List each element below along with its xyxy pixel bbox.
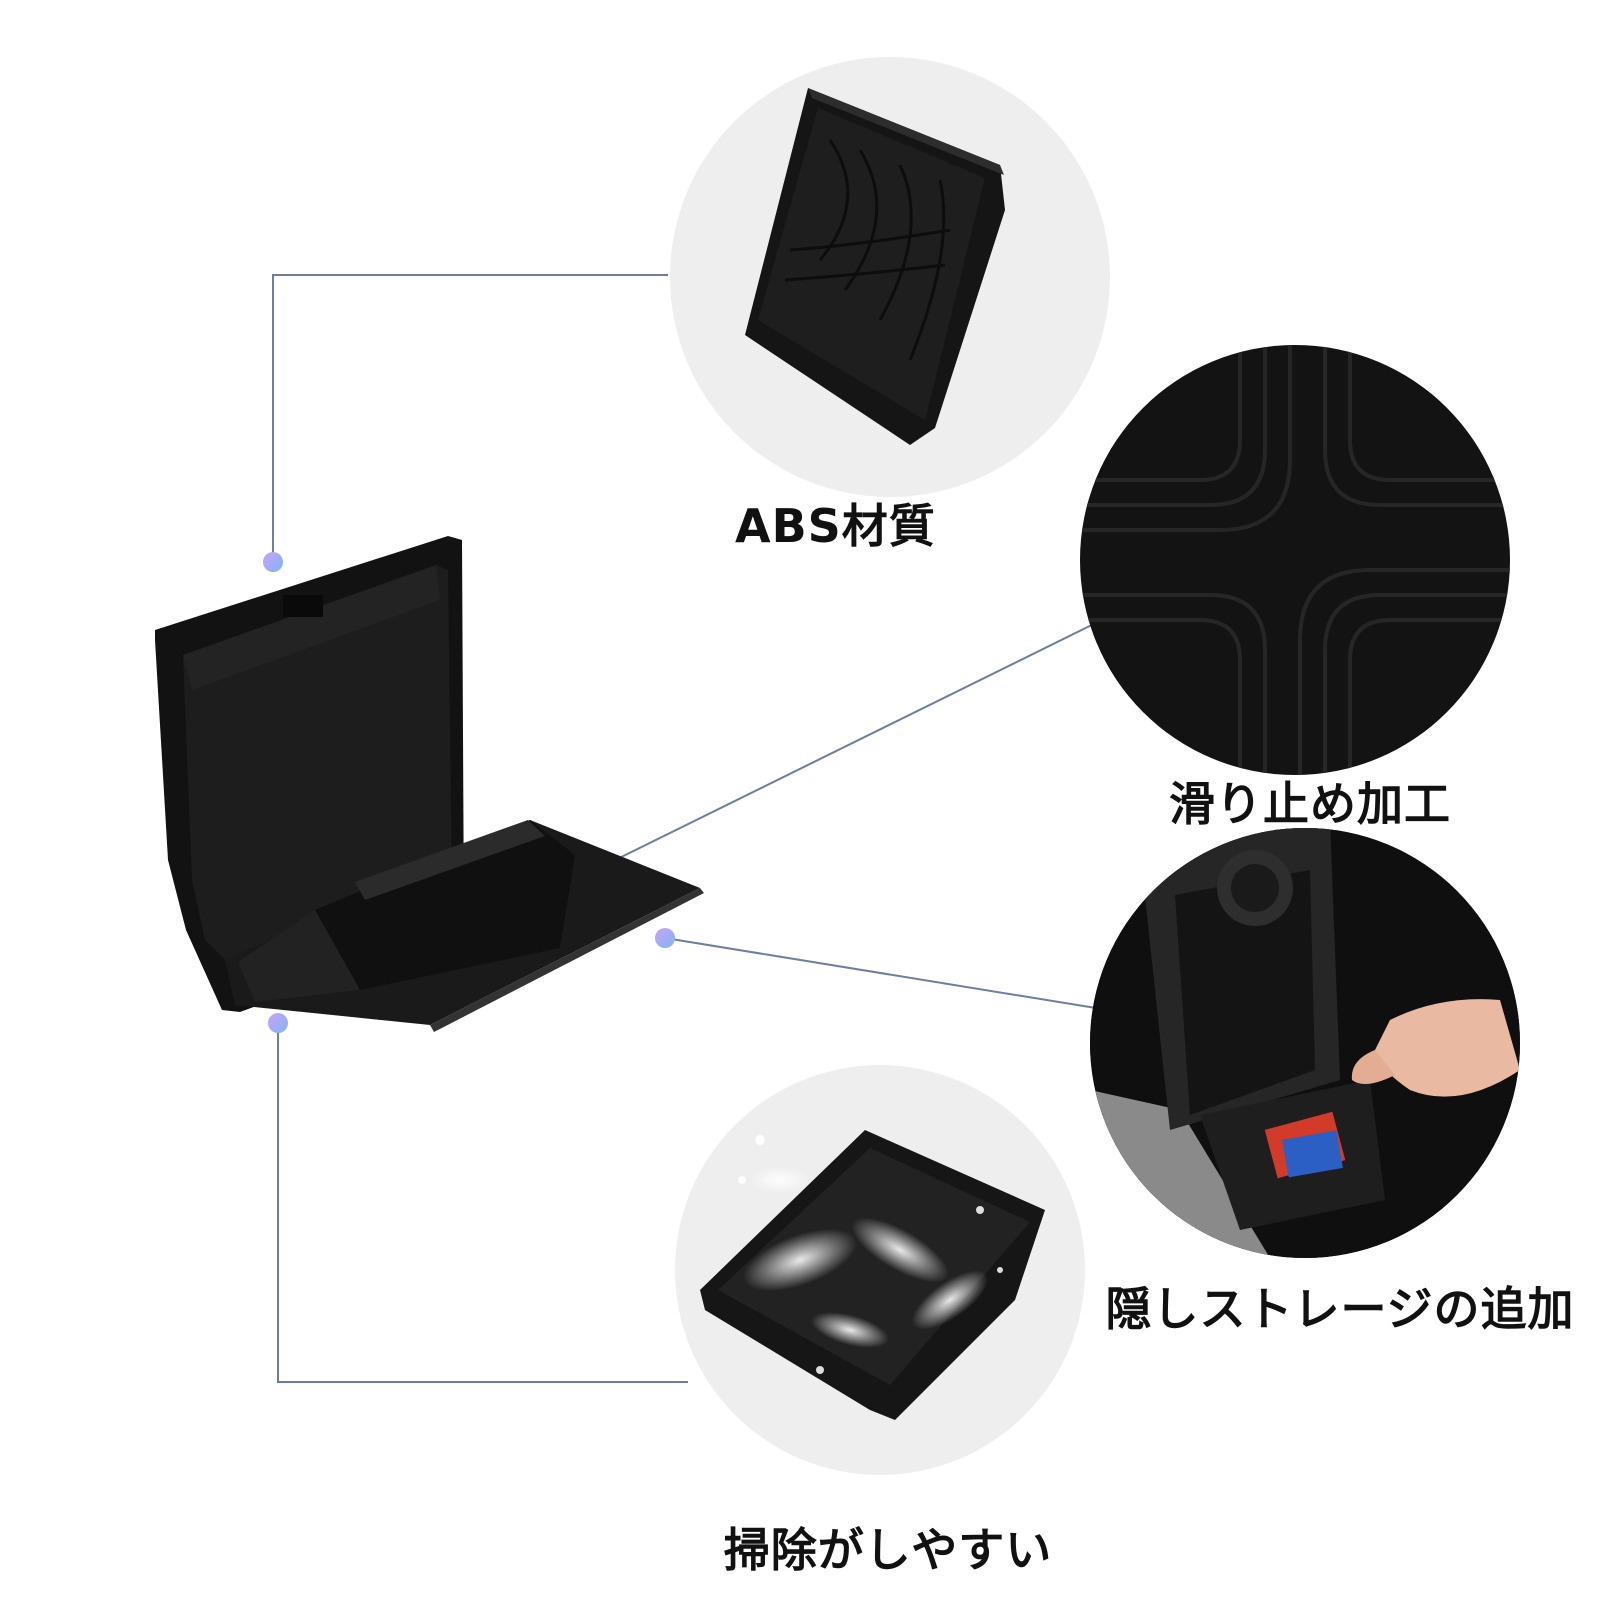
connector-storage: [664, 937, 1109, 1011]
dot-storage: [655, 928, 675, 948]
connector-lines: [272, 274, 1115, 1383]
connector-abs: [272, 274, 668, 555]
caption-anti-slip: 滑り止め加工: [1169, 777, 1451, 831]
connector-nonslip: [604, 613, 1115, 866]
caption-abs-material: ABS材質: [735, 499, 936, 553]
dot-clean: [268, 1013, 288, 1033]
caption-easy-clean: 掃除がしやすい: [723, 1523, 1053, 1577]
connector-clean: [277, 1023, 688, 1383]
main-product-image: [155, 536, 704, 1032]
dot-abs: [263, 552, 283, 572]
feature-nonslip-image: [1080, 345, 1510, 775]
feature-abs-image: [670, 57, 1110, 497]
feature-storage-image: [1090, 828, 1520, 1258]
caption-hidden-storage: 隠しストレージの追加: [1105, 1282, 1575, 1336]
feature-clean-image: [675, 1065, 1085, 1475]
